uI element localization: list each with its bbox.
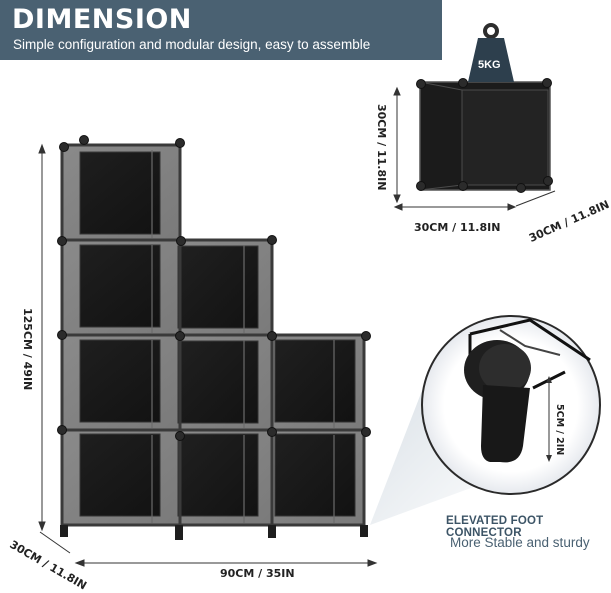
weight-icon (468, 23, 514, 82)
foot-connector-subtitle: More Stable and sturdy (450, 535, 590, 550)
foot-connector-icon (421, 315, 601, 495)
weight-label: 5KG (478, 59, 501, 71)
shelf-height-label: 125CM / 49IN (21, 308, 34, 391)
foot-height-label: 5CM / 2IN (554, 404, 565, 456)
page-subtitle: Simple configuration and modular design,… (13, 37, 371, 52)
cube-shelf (57, 135, 371, 540)
page-title: DIMENSION (12, 4, 192, 35)
single-cube (416, 78, 553, 193)
header-banner: DIMENSION Simple configuration and modul… (0, 0, 442, 60)
cube-height-label: 30CM / 11.8IN (375, 104, 388, 191)
shelf-width-label: 90CM / 35IN (220, 567, 295, 580)
cube-width-label: 30CM / 11.8IN (414, 221, 501, 234)
dimension-arrow-icon (38, 143, 378, 567)
foot-connector-title: ELEVATED FOOT CONNECTOR (446, 515, 544, 539)
